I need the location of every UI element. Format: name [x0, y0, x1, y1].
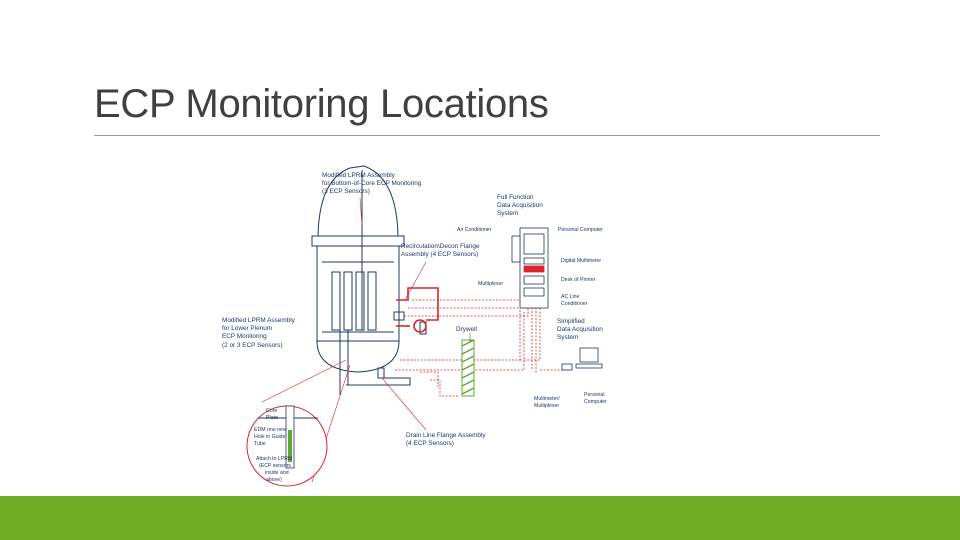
- label-personal-computer-bottom-1: Personal: [584, 392, 604, 398]
- label-edm-3: Tube: [254, 441, 266, 447]
- label-drywell: Drywell: [456, 326, 477, 333]
- label-edm-2: Hole in Guide: [254, 434, 286, 440]
- label-ac-line-1: AC Line: [561, 294, 580, 300]
- label-full-function-3: System: [497, 210, 518, 217]
- data-acquisition-cabinet: [511, 227, 549, 309]
- label-personal-computer-bottom-2: Computer: [584, 399, 607, 405]
- label-edm-1: EDM one new: [254, 427, 287, 433]
- label-attach-4: above): [266, 477, 282, 483]
- inset-detail: [246, 405, 328, 487]
- label-attach-3: inside and: [265, 470, 289, 476]
- label-core-plate-1: Core: [266, 408, 277, 414]
- label-desk-printer: Desk of Printer: [561, 277, 596, 283]
- simplified-computer: [561, 347, 603, 371]
- reactor-vessel: [311, 165, 427, 395]
- label-full-function-2: Data Acquisition: [497, 202, 543, 209]
- label-multimeter-1: Multimeter/: [534, 396, 560, 402]
- page-title: ECP Monitoring Locations: [94, 82, 549, 126]
- label-attach-1: Attach to LPRM: [256, 456, 292, 462]
- label-recirc-flange-1: Recirculation\Decon Flange: [401, 243, 480, 250]
- label-lprm-lower-2: for Lower Plenum: [222, 325, 272, 332]
- label-drain-line-1: Drain Line Flange Assembly: [406, 432, 486, 439]
- drywell-shield: [461, 339, 475, 397]
- label-simplified-3: System: [557, 334, 578, 341]
- label-lprm-lower-1: Modified LPRM Assembly: [222, 317, 296, 324]
- label-personal-computer-top: Personal Computer: [558, 227, 603, 233]
- title-divider: [94, 135, 880, 136]
- label-attach-2: (ECP sensors: [259, 463, 291, 469]
- label-air-conditioner: Air Conditioner: [457, 227, 492, 233]
- label-lprm-bottom-core-3: (3 ECP Sensors): [322, 188, 370, 195]
- footer-bar: [0, 496, 960, 540]
- label-recirc-flange-2: Assembly (4 ECP Sensors): [401, 251, 478, 258]
- label-ac-line-2: Conditioner: [561, 301, 588, 307]
- diagram-labels: Modified LPRM Assembly for Bottom-of-Cor…: [222, 172, 607, 483]
- label-drain-line-2: (4 ECP Sensors): [406, 440, 454, 447]
- label-lprm-bottom-core-2: for Bottom-of-Core ECP Monitoring: [322, 180, 422, 187]
- label-lprm-lower-3: ECP Monitoring: [222, 333, 267, 340]
- label-multiplexer: Multiplexer: [478, 281, 503, 287]
- label-lprm-bottom-core-1: Modified LPRM Assembly: [322, 172, 396, 179]
- label-simplified-1: Simplified: [557, 318, 585, 325]
- label-digital-multimeter: Digital Multimeter: [561, 258, 601, 264]
- label-core-plate-2: Plate: [266, 415, 278, 421]
- label-simplified-2: Data Acquisition: [557, 326, 603, 333]
- label-multimeter-2: Multiplexer: [534, 403, 559, 409]
- label-lprm-lower-4: (2 or 3 ECP Sensors): [222, 342, 283, 349]
- recirculation-loop: [396, 287, 439, 333]
- label-full-function-1: Full Function: [497, 194, 534, 201]
